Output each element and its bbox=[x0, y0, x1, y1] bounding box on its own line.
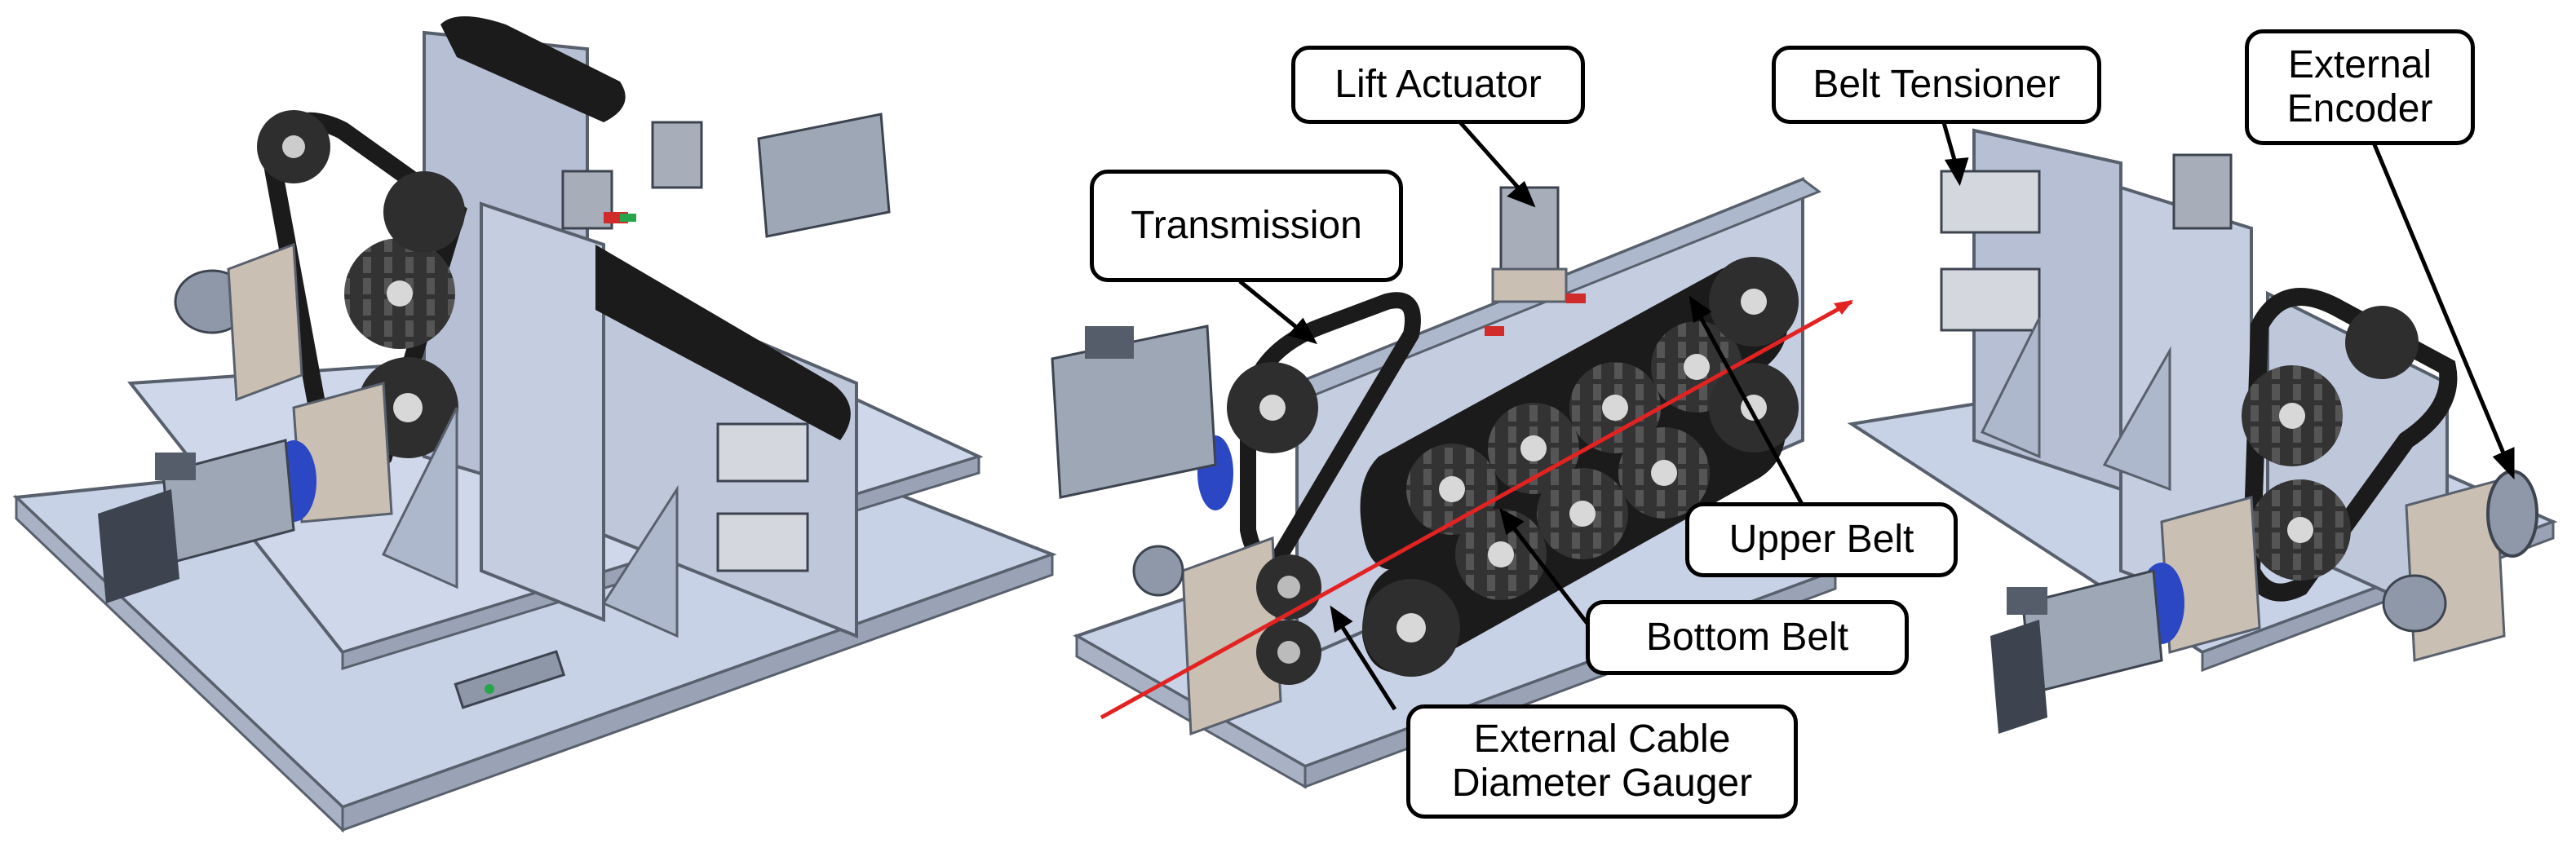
label-external-cable-gauger: External Cable Diameter Gauger bbox=[1406, 704, 1798, 819]
left-motor-cap bbox=[98, 489, 179, 603]
mid-motor-body bbox=[1051, 325, 1217, 499]
label-external-encoder: External Encoder bbox=[2245, 29, 2475, 145]
left-isometric-view bbox=[12, 16, 1057, 833]
label-lift-actuator-text: Lift Actuator bbox=[1334, 63, 1542, 107]
mid-cable-path bbox=[1100, 299, 1853, 720]
left-pulley-right bbox=[383, 171, 465, 253]
mid-pulley-array bbox=[1362, 257, 1799, 677]
label-external-cable-gauger-line2: Diameter Gauger bbox=[1451, 762, 1753, 805]
label-external-cable-gauger-line1: External Cable bbox=[1473, 718, 1731, 762]
right-encoder-cylinder bbox=[2382, 574, 2447, 633]
right-encoder-disc bbox=[2486, 470, 2538, 558]
left-rib-2 bbox=[601, 484, 679, 638]
right-motor-cap bbox=[1990, 620, 2047, 734]
label-transmission-text: Transmission bbox=[1131, 204, 1362, 248]
leader-lift-actuator bbox=[1458, 121, 1527, 197]
right-rib-2 bbox=[2102, 346, 2171, 492]
right-tensioner-upper bbox=[1940, 170, 2041, 234]
right-actuator bbox=[2172, 153, 2233, 230]
label-bottom-belt-text: Bottom Belt bbox=[1645, 616, 1849, 660]
label-external-encoder-line2: Encoder bbox=[2286, 87, 2433, 130]
middle-isometric-view bbox=[1051, 177, 1853, 789]
left-front-plate bbox=[480, 201, 605, 622]
left-rib-1 bbox=[381, 407, 458, 589]
left-tensioner-upper bbox=[716, 422, 809, 483]
left-long-belt-upper bbox=[595, 245, 851, 440]
left-encoder-bracket bbox=[227, 242, 303, 402]
right-rib-1 bbox=[1980, 317, 2041, 459]
right-tensioner-lower bbox=[1940, 267, 2041, 332]
leader-upper-belt bbox=[1694, 308, 1805, 507]
label-external-encoder-line1: External bbox=[2287, 43, 2432, 87]
mid-motor-connector bbox=[1085, 326, 1134, 359]
left-linear-rail bbox=[454, 650, 566, 709]
left-actuator-2 bbox=[651, 121, 703, 189]
left-rail-marker bbox=[485, 684, 494, 694]
left-base-plate-bottom-side bbox=[341, 552, 1054, 832]
label-belt-tensioner: Belt Tensioner bbox=[1772, 46, 2101, 124]
label-lift-actuator: Lift Actuator bbox=[1291, 46, 1585, 124]
leader-lines bbox=[1238, 113, 2515, 711]
mid-encoder-cylinder bbox=[1132, 545, 1184, 597]
right-isometric-view bbox=[1847, 128, 2558, 734]
leader-transmission bbox=[1238, 280, 1307, 336]
label-upper-belt-text: Upper Belt bbox=[1728, 518, 1914, 562]
label-upper-belt: Upper Belt bbox=[1685, 502, 1958, 577]
label-belt-tensioner-text: Belt Tensioner bbox=[1812, 63, 2060, 107]
leader-bottom-belt bbox=[1507, 520, 1592, 629]
right-motor-connector bbox=[2007, 587, 2047, 615]
right-transmission-belt bbox=[2242, 288, 2458, 602]
label-bottom-belt: Bottom Belt bbox=[1586, 600, 1909, 675]
leader-external-encoder bbox=[2371, 142, 2511, 466]
left-top-belt bbox=[440, 16, 626, 122]
left-rear-motor bbox=[757, 113, 891, 238]
left-tensioner-lower bbox=[716, 512, 809, 572]
mid-cable-arrow bbox=[1834, 300, 1853, 315]
right-pulley-top bbox=[2345, 306, 2419, 379]
label-transmission: Transmission bbox=[1090, 170, 1403, 282]
left-motor-connector bbox=[155, 453, 196, 480]
leader-cable-gauger bbox=[1335, 618, 1397, 711]
